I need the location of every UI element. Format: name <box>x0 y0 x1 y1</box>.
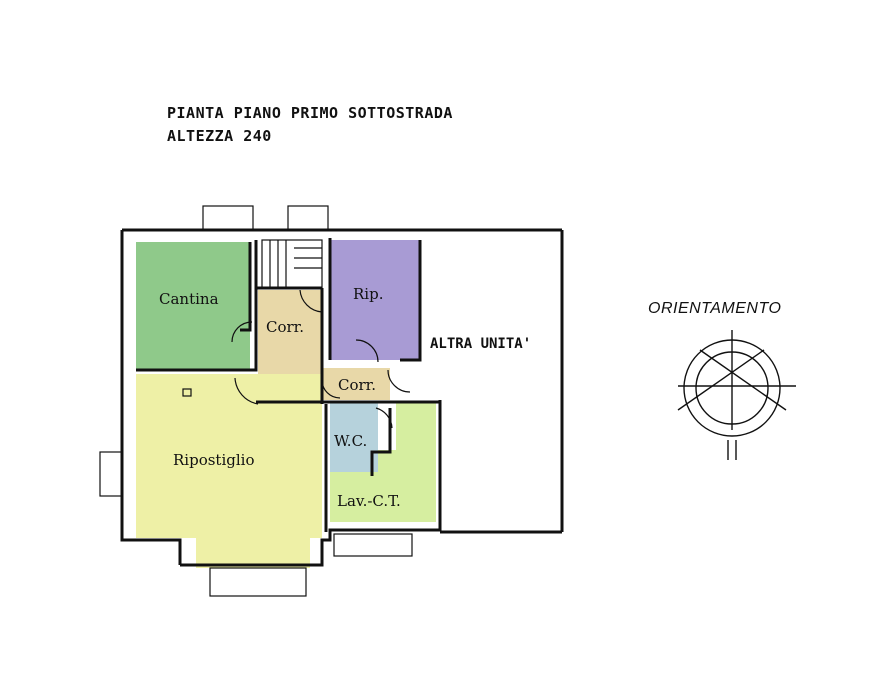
compass-icon <box>677 330 796 460</box>
room-ripostiglio[interactable] <box>136 374 322 568</box>
room-corridor-lower[interactable] <box>322 368 390 400</box>
label-altra-unita: ALTRA UNITA' <box>430 336 532 352</box>
plan-title: PIANTA PIANO PRIMO SOTTOSTRADA <box>167 104 453 122</box>
label-wc: W.C. <box>334 432 368 450</box>
orientation-label: ORIENTAMENTO <box>648 300 782 317</box>
room-lav-ct[interactable] <box>330 402 436 522</box>
label-corridor-upper: Corr. <box>266 318 304 336</box>
room-wc[interactable] <box>330 402 378 472</box>
room-corridor-upper[interactable] <box>235 290 322 400</box>
label-ripostiglio: Ripostiglio <box>173 451 255 469</box>
room-rip[interactable] <box>330 240 420 360</box>
label-rip: Rip. <box>353 285 384 303</box>
room-cantina[interactable] <box>136 242 250 370</box>
label-corridor-lower: Corr. <box>338 376 376 394</box>
plan-subtitle-height: ALTEZZA 240 <box>167 127 272 145</box>
label-lav-ct: Lav.-C.T. <box>337 492 401 510</box>
label-cantina: Cantina <box>159 290 219 308</box>
